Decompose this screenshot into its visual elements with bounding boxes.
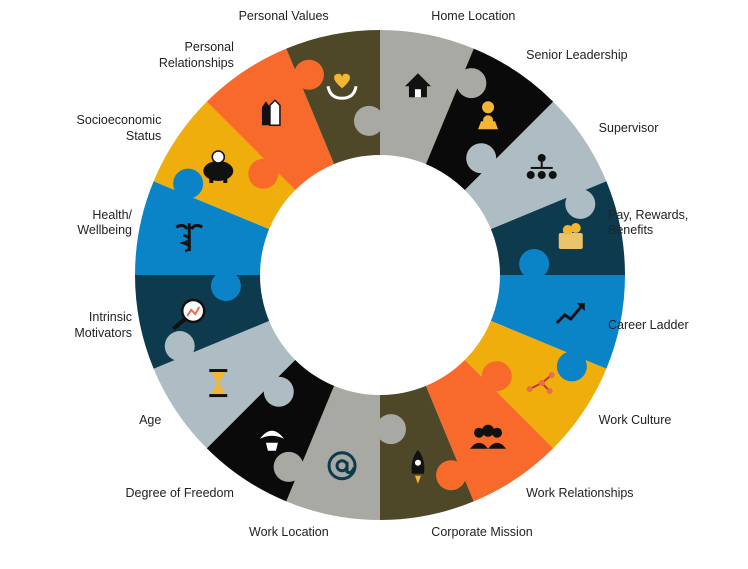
caduceus-icon	[175, 223, 203, 253]
puzzle-knob-9	[273, 451, 304, 482]
segment-label-11: Age	[139, 413, 162, 428]
puzzle-segment-1	[380, 30, 474, 166]
people-group-icon	[470, 424, 507, 449]
segment-label-5: Career Ladder	[608, 318, 689, 333]
puzzle-segment-10	[206, 358, 335, 502]
puzzle-knob-13	[173, 168, 204, 199]
leader-lightbulb-icon	[478, 101, 499, 130]
bird-hands-icon	[259, 430, 284, 451]
segment-label-8: Corporate Mission	[431, 524, 533, 539]
segment-label-3: Supervisor	[598, 120, 659, 135]
network-nodes-icon	[526, 372, 555, 395]
puzzle-segment-6	[463, 320, 607, 449]
segment-label-4: Pay, Rewards,Benefits	[608, 207, 689, 238]
org-chart-icon	[526, 153, 557, 179]
segment-label-6: Work Culture	[598, 413, 672, 428]
hands-raised-icon	[261, 99, 281, 127]
puzzle-knob-1	[456, 68, 487, 99]
puzzle-knob-7	[436, 460, 467, 491]
house-icon	[404, 73, 431, 98]
puzzle-segment-9	[286, 384, 380, 520]
puzzle-knob-2	[466, 143, 497, 174]
heart-hands-icon	[326, 73, 358, 100]
puzzle-knob-16	[354, 105, 385, 136]
puzzle-segment-3	[463, 101, 607, 230]
puzzle-knob-8	[375, 414, 406, 445]
puzzle-segment-13	[135, 181, 271, 275]
puzzle-segment-11	[153, 320, 297, 449]
hourglass-icon	[209, 369, 228, 398]
segment-label-1: Home Location	[431, 9, 516, 24]
segment-label-2: Senior Leadership	[526, 48, 628, 63]
segment-label-13: Health/Wellbeing	[77, 207, 132, 238]
puzzle-knob-3	[565, 188, 596, 219]
segment-label-7: Work Relationships	[526, 485, 634, 500]
puzzle-knob-6	[481, 361, 512, 392]
puzzle-knob-14	[248, 158, 279, 189]
ring-center-hole	[260, 155, 500, 395]
piggy-bank-icon	[203, 150, 234, 183]
wallet-coins-icon	[558, 223, 583, 250]
segment-label-10: Degree of Freedom	[125, 485, 234, 500]
puzzle-knob-12	[210, 270, 241, 301]
puzzle-knob-15	[293, 59, 324, 90]
puzzle-knob-11	[164, 331, 195, 362]
segment-label-16: Personal Values	[238, 9, 329, 24]
puzzle-knob-5	[556, 351, 587, 382]
puzzle-knob-4	[519, 249, 550, 280]
segment-label-9: Work Location	[249, 524, 329, 539]
magnifier-chart-icon	[171, 298, 206, 331]
puzzle-knob-10	[263, 376, 294, 407]
at-sign-icon	[327, 451, 357, 481]
rocket-icon	[411, 449, 425, 484]
trend-arrow-icon	[555, 302, 585, 325]
